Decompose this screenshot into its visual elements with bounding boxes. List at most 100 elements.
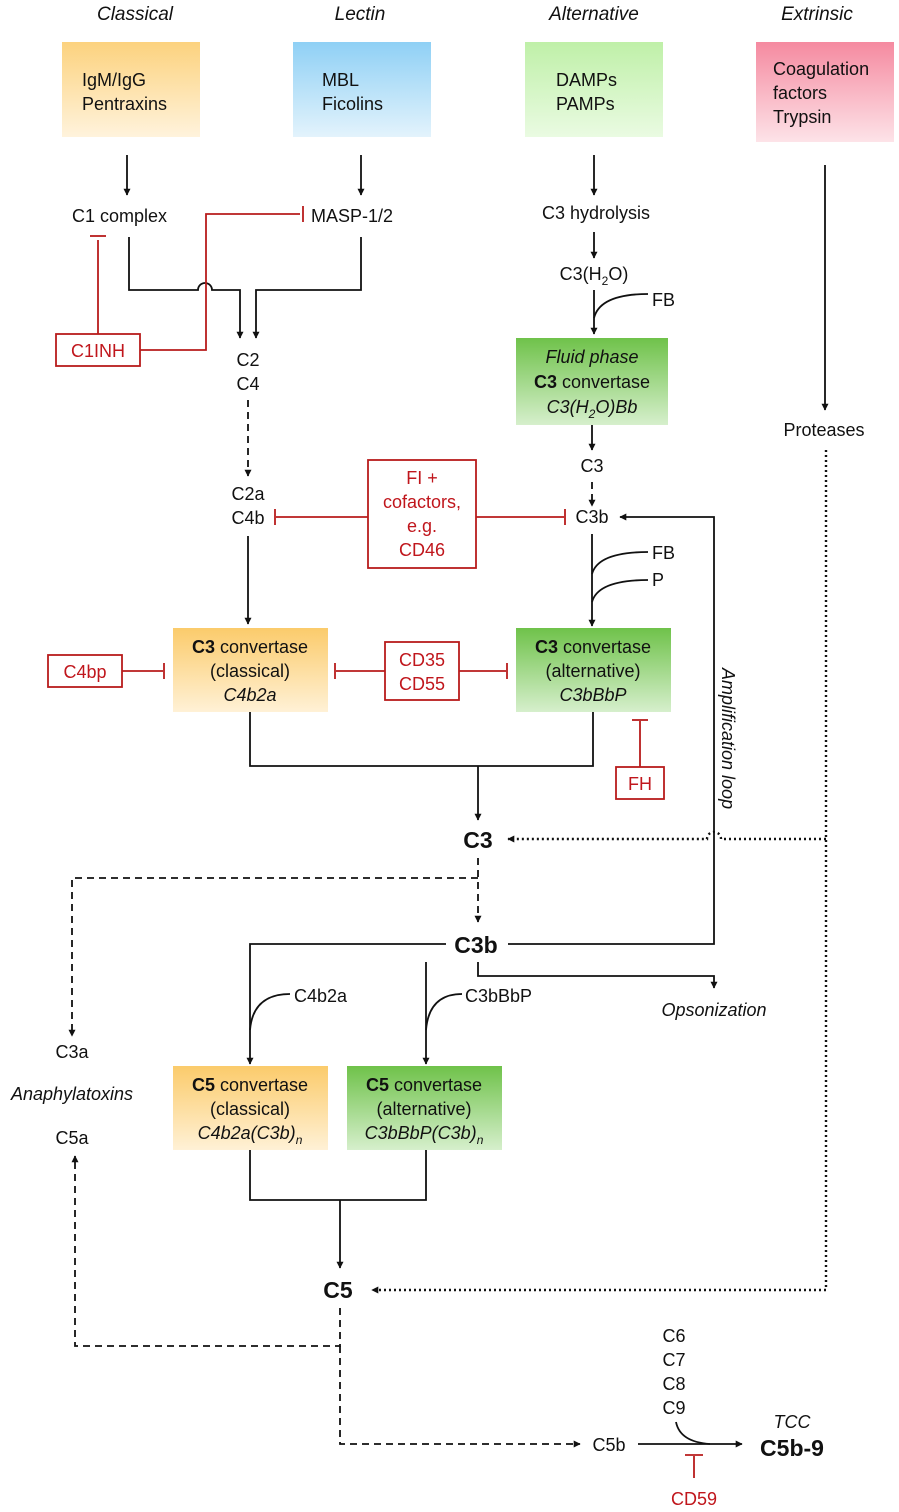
node-p: P bbox=[652, 570, 664, 590]
node-c1-complex: C1 complex bbox=[72, 206, 167, 226]
trigger-extrinsic-line3: Trypsin bbox=[773, 107, 831, 127]
header-extrinsic: Extrinsic bbox=[781, 4, 853, 25]
trigger-classical-box: IgM/IgG Pentraxins bbox=[62, 42, 200, 137]
node-c3-big: C3 bbox=[463, 827, 492, 853]
c3-conv-classical-line2: (classical) bbox=[210, 661, 290, 681]
node-proteases: Proteases bbox=[783, 420, 864, 440]
regulator-fi-line4: CD46 bbox=[399, 540, 445, 560]
c5-convertase-alternative-box: C5 convertase (alternative) C3bBbP(C3b)n bbox=[347, 1066, 502, 1150]
fluid-phase-line3: C3(H2O)Bb bbox=[547, 397, 638, 421]
node-c2a: C2a bbox=[231, 484, 265, 504]
regulator-fh-box bbox=[615, 766, 665, 800]
c5-conv-alt-line2: (alternative) bbox=[376, 1099, 471, 1119]
c5-conv-classical-line2: (classical) bbox=[210, 1099, 290, 1119]
curve-fb-join-1 bbox=[593, 293, 649, 319]
trigger-extrinsic-line1: Coagulation bbox=[773, 59, 869, 79]
curve-c9-join bbox=[675, 1421, 711, 1445]
node-c5-big: C5 bbox=[323, 1277, 353, 1303]
dotted-proteases-to-c3 bbox=[507, 830, 826, 843]
fluid-phase-line2: C3 convertase bbox=[534, 372, 650, 392]
inhibit-c1inh-masp bbox=[140, 213, 300, 351]
node-c4: C4 bbox=[236, 374, 259, 394]
regulator-fi-line3: e.g. bbox=[407, 516, 437, 536]
node-masp: MASP-1/2 bbox=[311, 206, 393, 226]
node-c4b2a: C4b2a bbox=[294, 986, 348, 1006]
arrow-c5-to-c5a bbox=[71, 1155, 341, 1347]
node-c8: C8 bbox=[662, 1374, 685, 1394]
node-c5a: C5a bbox=[55, 1128, 89, 1148]
node-c9: C9 bbox=[662, 1398, 685, 1418]
node-c3bbbp: C3bBbP bbox=[465, 986, 532, 1006]
node-fb-1: FB bbox=[652, 290, 675, 310]
regulator-fi-line2: cofactors, bbox=[383, 492, 461, 512]
regulator-fi-line1: FI + bbox=[406, 468, 438, 488]
join-c5-convertases bbox=[249, 1150, 427, 1201]
c3-convertase-classical-box: C3 convertase (classical) C4b2a bbox=[173, 628, 328, 712]
node-opsonization: Opsonization bbox=[661, 1000, 766, 1020]
c5-conv-alt-line1: C5 convertase bbox=[366, 1075, 482, 1095]
curve-fb-join-2 bbox=[591, 551, 649, 575]
c5-conv-alt-line3: C3bBbP(C3b)n bbox=[365, 1123, 484, 1147]
regulator-cd35: CD35 bbox=[399, 650, 445, 670]
header-lectin: Lectin bbox=[335, 4, 386, 25]
fluid-phase-line1: Fluid phase bbox=[545, 347, 638, 367]
trigger-alternative-line2: PAMPs bbox=[556, 94, 615, 114]
header-alternative: Alternative bbox=[548, 4, 639, 25]
regulator-c4bp-box bbox=[47, 654, 123, 688]
trigger-alternative-line1: DAMPs bbox=[556, 70, 617, 90]
c3-conv-alt-line3: C3bBbP bbox=[559, 685, 626, 705]
c5-conv-classical-line1: C5 convertase bbox=[192, 1075, 308, 1095]
arrow-c3-to-c3a bbox=[68, 877, 478, 1037]
trigger-extrinsic-box: Coagulation factors Trypsin bbox=[756, 42, 894, 142]
amplification-loop-label: Amplification loop bbox=[718, 667, 738, 809]
c3-conv-alt-line1: C3 convertase bbox=[535, 637, 651, 657]
c3-conv-classical-line1: C3 convertase bbox=[192, 637, 308, 657]
node-c3-hydrolysis: C3 hydrolysis bbox=[542, 203, 650, 223]
arrow-c5-to-c5b bbox=[339, 1346, 581, 1448]
regulator-c1inh: C1INH bbox=[71, 341, 125, 361]
node-c3b-big: C3b bbox=[454, 932, 497, 958]
trigger-lectin-line1: MBL bbox=[322, 70, 359, 90]
header-classical: Classical bbox=[97, 4, 174, 25]
c3-conv-classical-line3: C4b2a bbox=[223, 685, 276, 705]
node-c4b: C4b bbox=[231, 508, 264, 528]
label-tcc: TCC bbox=[774, 1412, 812, 1432]
regulator-cd55: CD55 bbox=[399, 674, 445, 694]
node-c6: C6 bbox=[662, 1326, 685, 1346]
node-c7: C7 bbox=[662, 1350, 685, 1370]
node-c2: C2 bbox=[236, 350, 259, 370]
regulator-cd59: CD59 bbox=[671, 1489, 717, 1509]
label-anaphylatoxins: Anaphylatoxins bbox=[10, 1084, 133, 1104]
node-c5b9: C5b-9 bbox=[760, 1435, 824, 1461]
fluid-phase-c3-convertase-box: Fluid phase C3 convertase C3(H2O)Bb bbox=[516, 338, 668, 425]
c3-convertase-alternative-box: C3 convertase (alternative) C3bBbP bbox=[516, 628, 671, 712]
node-fb-2: FB bbox=[652, 543, 675, 563]
amplification-loop-line bbox=[508, 513, 715, 945]
trigger-lectin-box: MBL Ficolins bbox=[293, 42, 431, 137]
node-c3b-small: C3b bbox=[575, 507, 608, 527]
trigger-classical-line2: Pentraxins bbox=[82, 94, 167, 114]
node-c5b: C5b bbox=[592, 1435, 625, 1455]
trigger-classical-line1: IgM/IgG bbox=[82, 70, 146, 90]
c3-conv-alt-line2: (alternative) bbox=[545, 661, 640, 681]
regulator-c4bp: C4bp bbox=[63, 662, 106, 682]
curve-c4b2a-join bbox=[249, 993, 291, 1031]
curve-c3bbbp-join bbox=[425, 993, 463, 1031]
trigger-alternative-box: DAMPs PAMPs bbox=[525, 42, 663, 137]
trigger-lectin-line2: Ficolins bbox=[322, 94, 383, 114]
c5-convertase-classical-box: C5 convertase (classical) C4b2a(C3b)n bbox=[173, 1066, 328, 1150]
curve-p-join bbox=[591, 579, 649, 603]
arrow-c1-to-c2c4 bbox=[128, 237, 244, 339]
regulator-fh: FH bbox=[628, 774, 652, 794]
node-c3-small: C3 bbox=[580, 456, 603, 476]
arrow-c3b-to-opsonization bbox=[477, 962, 718, 989]
c5-conv-classical-line3: C4b2a(C3b)n bbox=[198, 1123, 303, 1147]
arrow-c3b-to-c5conv-classical bbox=[246, 943, 446, 1065]
node-c3a: C3a bbox=[55, 1042, 89, 1062]
arrow-masp-to-c2c4 bbox=[252, 237, 362, 339]
join-c3-convertases bbox=[249, 712, 594, 767]
regulator-fi-box bbox=[367, 459, 477, 569]
node-c3h2o: C3(H2O) bbox=[560, 264, 629, 288]
trigger-extrinsic-line2: factors bbox=[773, 83, 827, 103]
